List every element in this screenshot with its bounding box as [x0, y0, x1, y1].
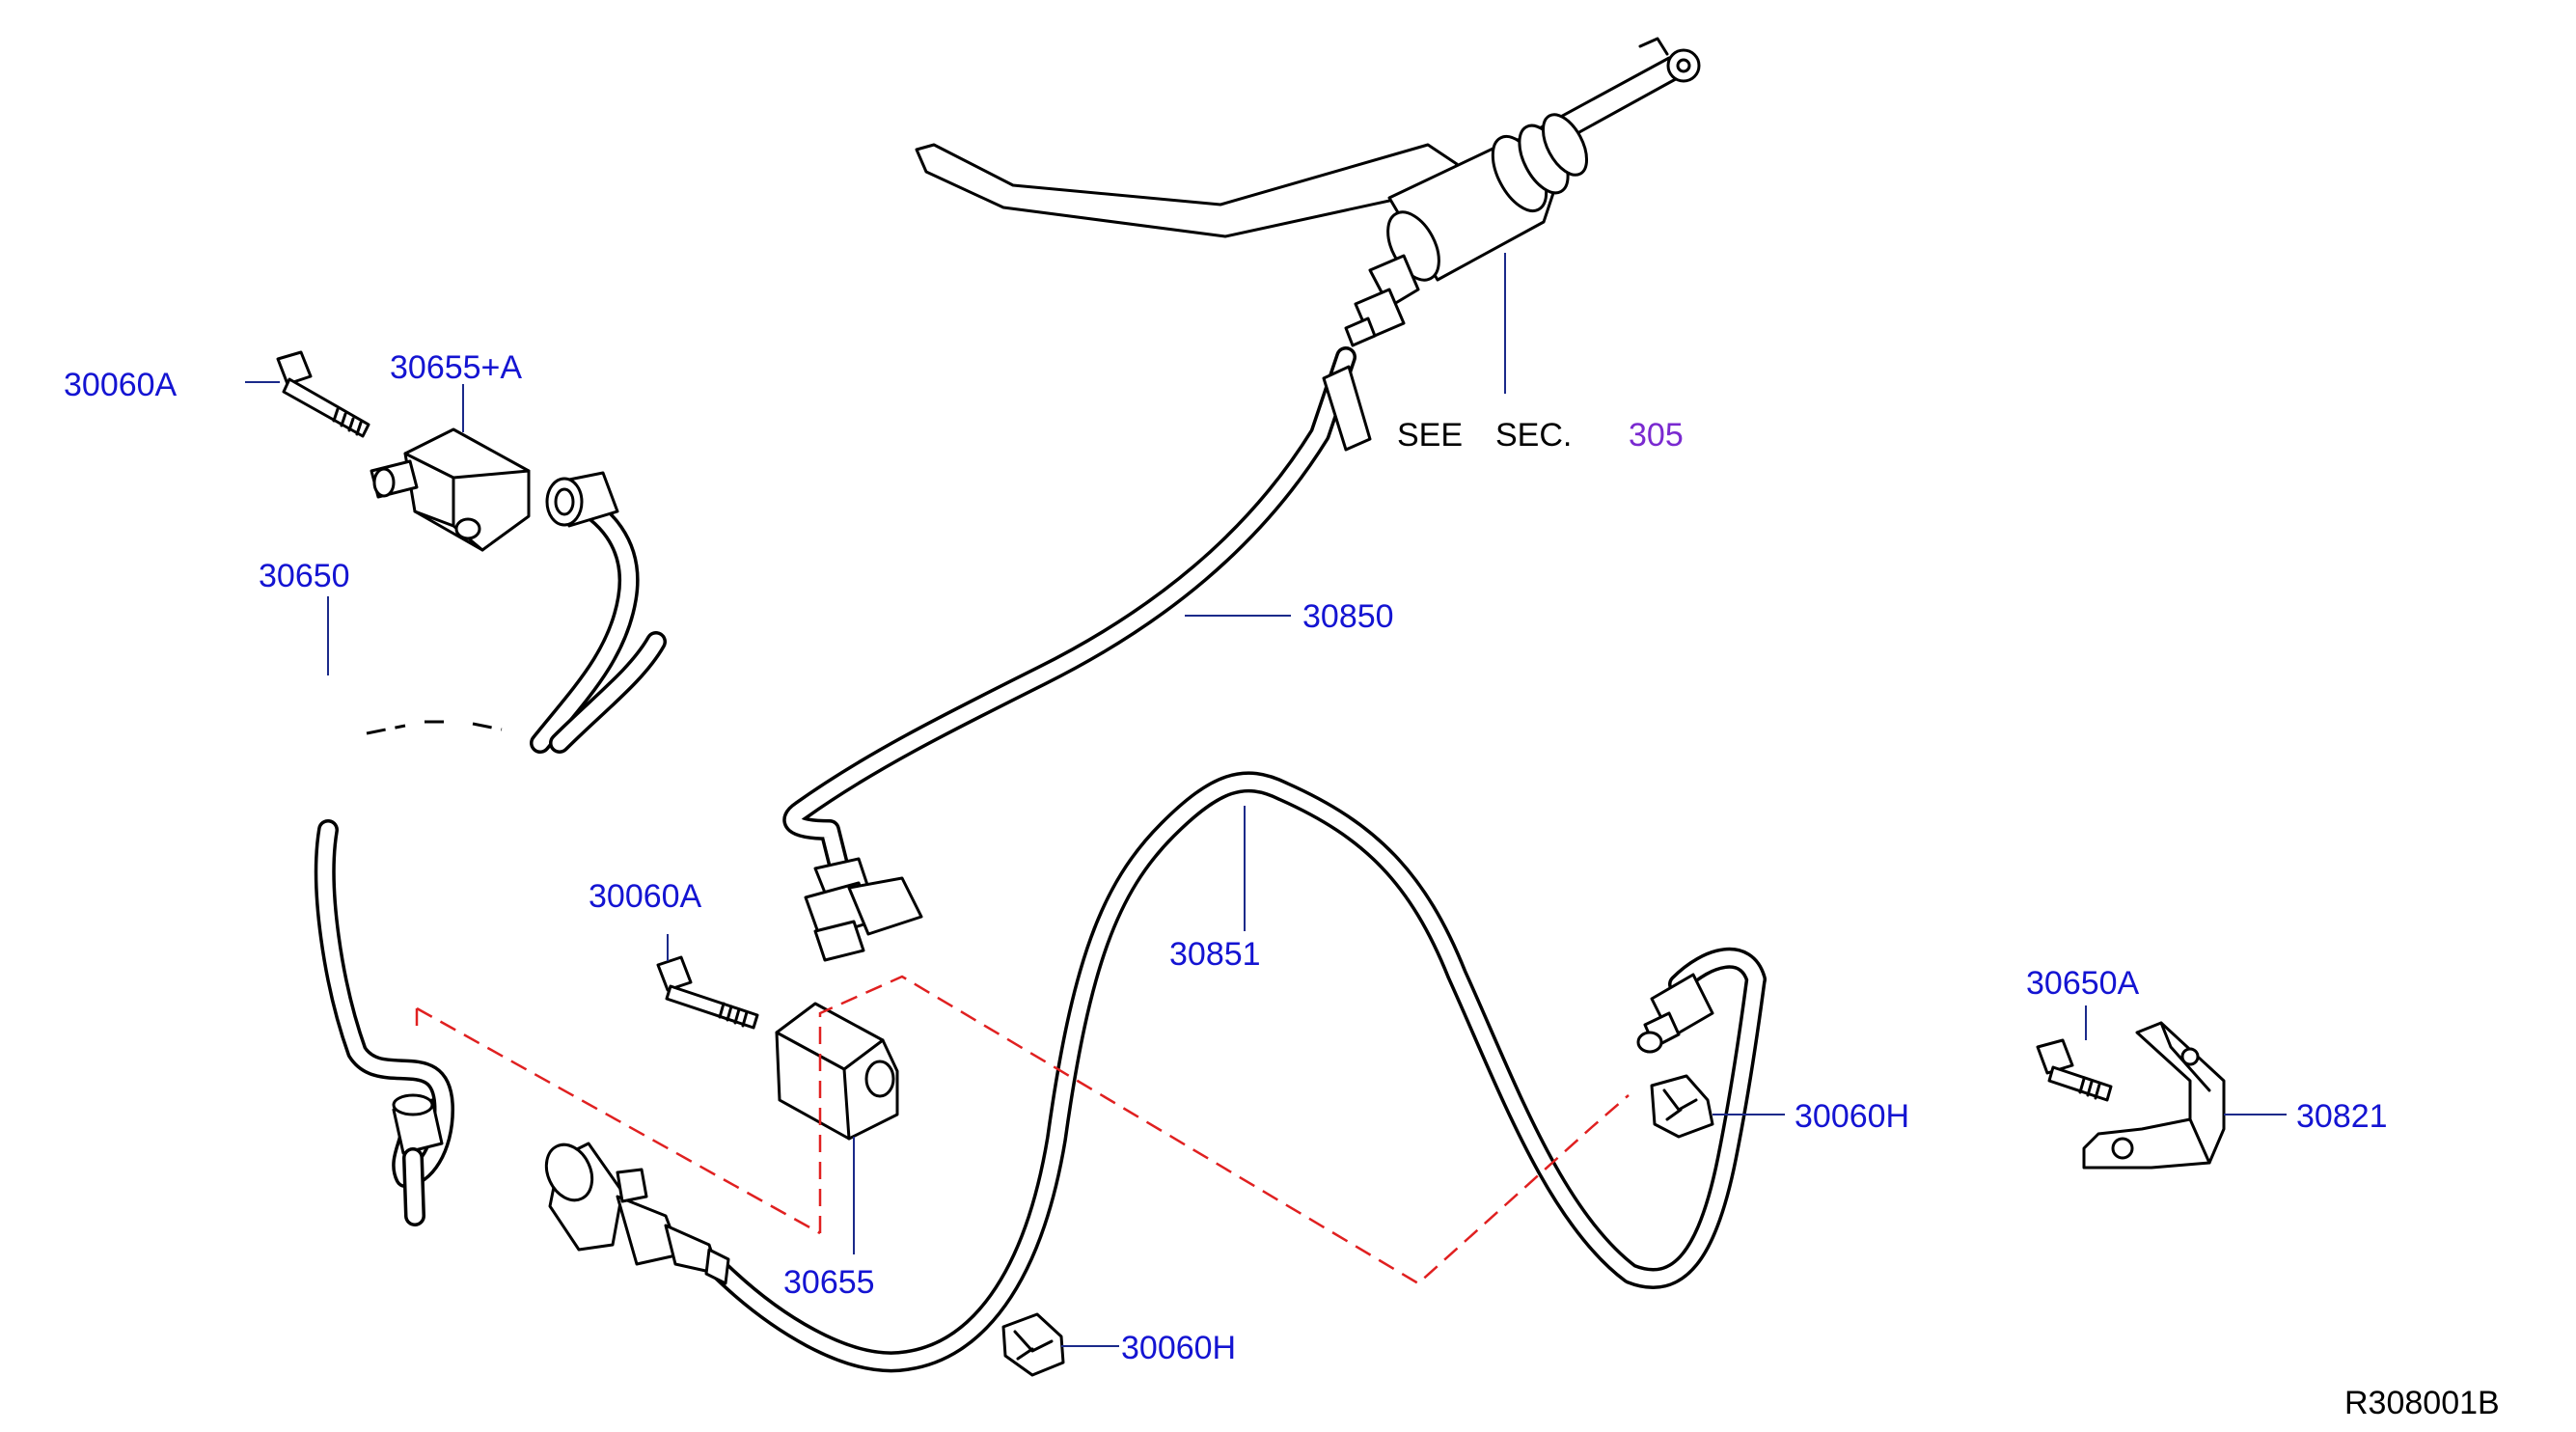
- section-number-link[interactable]: 305: [1629, 417, 1684, 454]
- label-bracket: 30821: [2296, 1098, 2388, 1135]
- phantom-lines: [415, 975, 1630, 1285]
- bolt-right: [2036, 1038, 2113, 1102]
- sec-text: SEC.: [1495, 417, 1572, 454]
- bolt-middle: [656, 955, 759, 1030]
- label-clutch-tube-upper: 30850: [1302, 598, 1394, 635]
- bracket: [2082, 1021, 2226, 1170]
- diagram-code: R308001B: [2344, 1385, 2500, 1421]
- clip-right: [1650, 1074, 1714, 1139]
- clutch-master-cylinder: [915, 37, 1701, 347]
- label-damper-block: 30655: [783, 1264, 875, 1301]
- clutch-tube-lower: [544, 771, 1767, 1373]
- coil-hose: [314, 471, 667, 1226]
- label-coil-hose: 30650: [259, 558, 350, 594]
- label-bolt-right: 30650A: [2026, 965, 2140, 1002]
- label-clip-right: 30060H: [1795, 1098, 1909, 1135]
- label-bolt-upper: 30060A: [64, 367, 178, 403]
- label-bolt-middle: 30060A: [589, 878, 702, 915]
- damper-block: [775, 1002, 899, 1141]
- clip-bottom: [1001, 1312, 1065, 1377]
- see-text: SEE: [1397, 417, 1463, 454]
- bolt-upper: [276, 350, 370, 438]
- label-damper-upper: 30655+A: [390, 349, 522, 386]
- label-clutch-tube-lower: 30851: [1169, 936, 1261, 973]
- clutch-tube-upper: [782, 346, 1372, 962]
- damper-upper: [370, 427, 531, 552]
- label-clip-bottom: 30060H: [1121, 1330, 1236, 1366]
